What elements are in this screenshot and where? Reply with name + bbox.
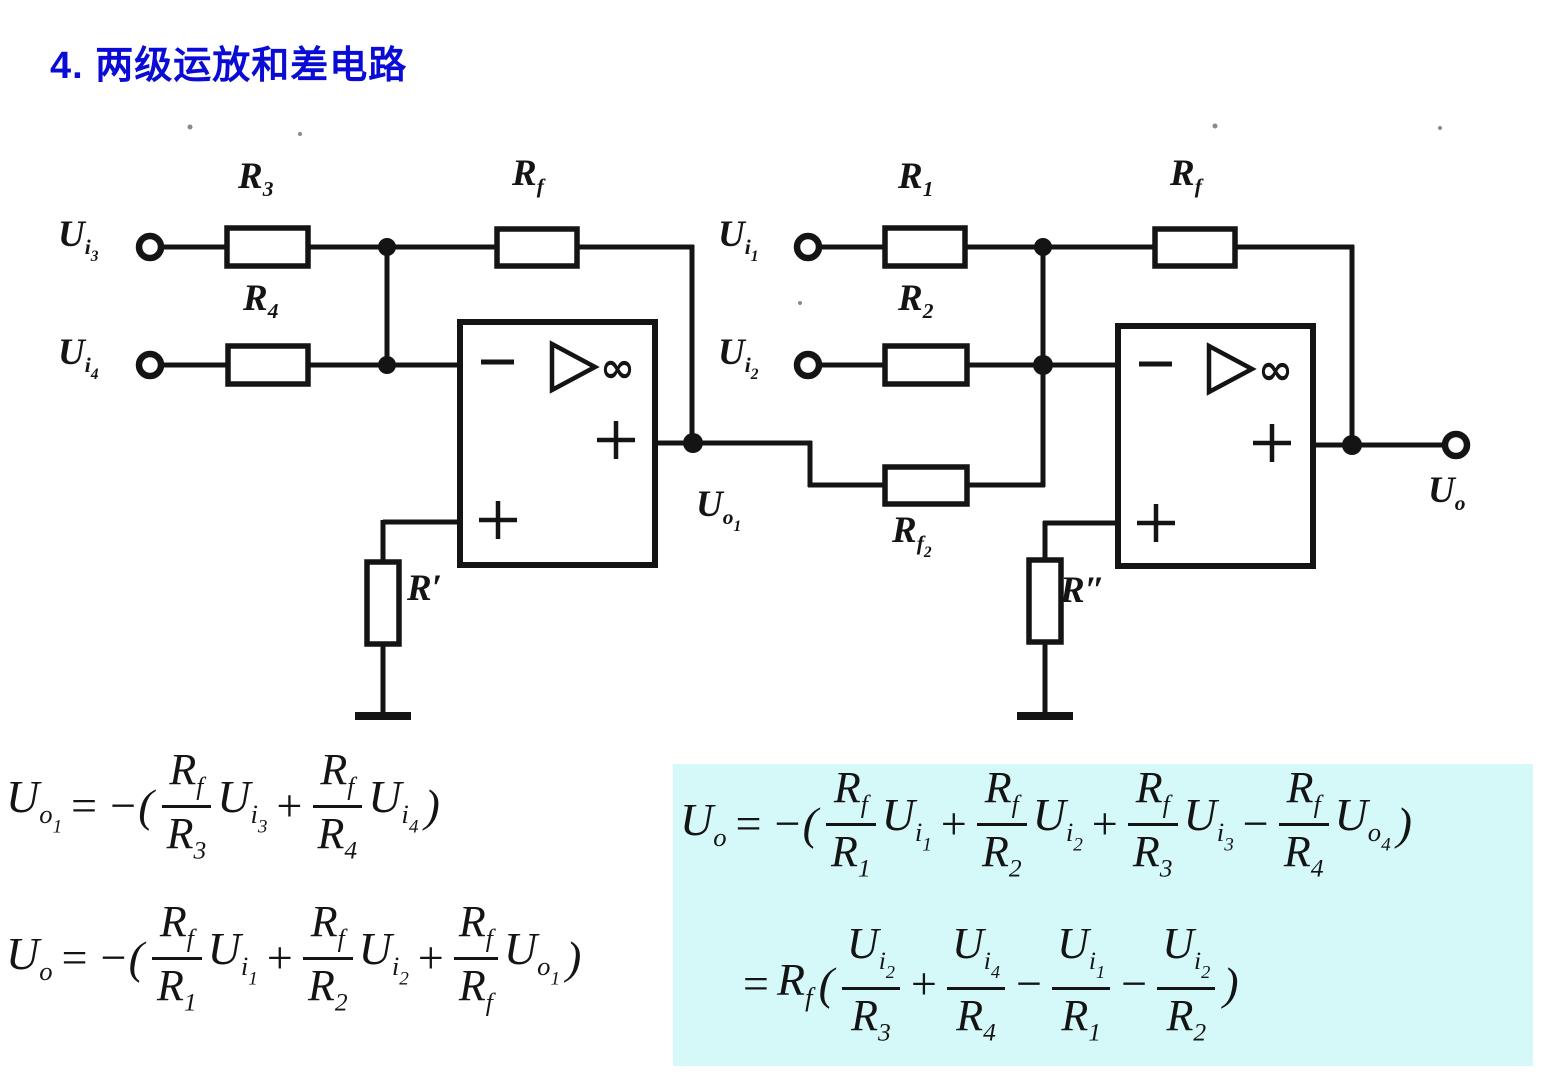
resistor-rprime (364, 559, 402, 647)
opamp-1-noninverting-mark (479, 501, 517, 539)
label-rf2: Rf2 (892, 510, 932, 562)
opamp-1-output-plus (597, 421, 635, 459)
opamp-2-noninverting-mark (1137, 504, 1175, 542)
label-rprime: R′ (407, 568, 443, 609)
opamp-2: ∞ (1115, 323, 1316, 569)
resistor-r4 (225, 343, 311, 387)
resistors (224, 225, 1238, 647)
opamp-1: ∞ (457, 319, 658, 568)
label-rdprime: R″ (1060, 570, 1106, 611)
terminal-ui1 (793, 232, 823, 262)
terminal-ui2 (793, 350, 823, 380)
resistor-r1 (882, 225, 968, 269)
label-r1: R1 (898, 156, 934, 202)
label-uo1: Uo1 (696, 484, 742, 536)
opamp-1-triangle-icon (549, 340, 600, 394)
resistor-rf-right (1152, 226, 1238, 269)
junction-dots (378, 238, 1362, 455)
label-ui1: Ui1 (718, 214, 759, 266)
label-rf-left: Rf (512, 153, 544, 199)
label-ui2: Ui2 (718, 332, 759, 384)
resistor-r2 (882, 343, 970, 387)
terminal-ui3 (135, 232, 165, 262)
left-stage-wires (161, 244, 1045, 720)
page-title: 4. 两级运放和差电路 (50, 45, 408, 87)
label-ui4: Ui4 (58, 332, 99, 384)
label-ui3: Ui3 (58, 214, 99, 266)
label-r4: R4 (243, 278, 279, 324)
opamp-2-infinity-icon: ∞ (1258, 345, 1293, 394)
opamp-2-triangle-icon (1206, 342, 1257, 396)
noise-specks (187, 123, 1442, 305)
resistor-rf-left (494, 226, 580, 269)
opamp-2-output-plus (1253, 424, 1291, 462)
label-uo: Uo (1428, 470, 1466, 516)
resistor-r3 (224, 225, 311, 269)
highlight-box (673, 764, 1533, 1066)
terminal-ui4 (135, 350, 165, 380)
opamp-1-infinity-icon: ∞ (600, 343, 635, 392)
label-r2: R2 (898, 278, 934, 324)
terminals (135, 232, 1471, 460)
resistor-rf2 (882, 464, 970, 507)
label-rf-right: Rf (1170, 153, 1202, 199)
resistor-rdprime (1026, 557, 1064, 645)
terminal-uo (1441, 430, 1471, 460)
label-r3: R3 (238, 156, 274, 202)
